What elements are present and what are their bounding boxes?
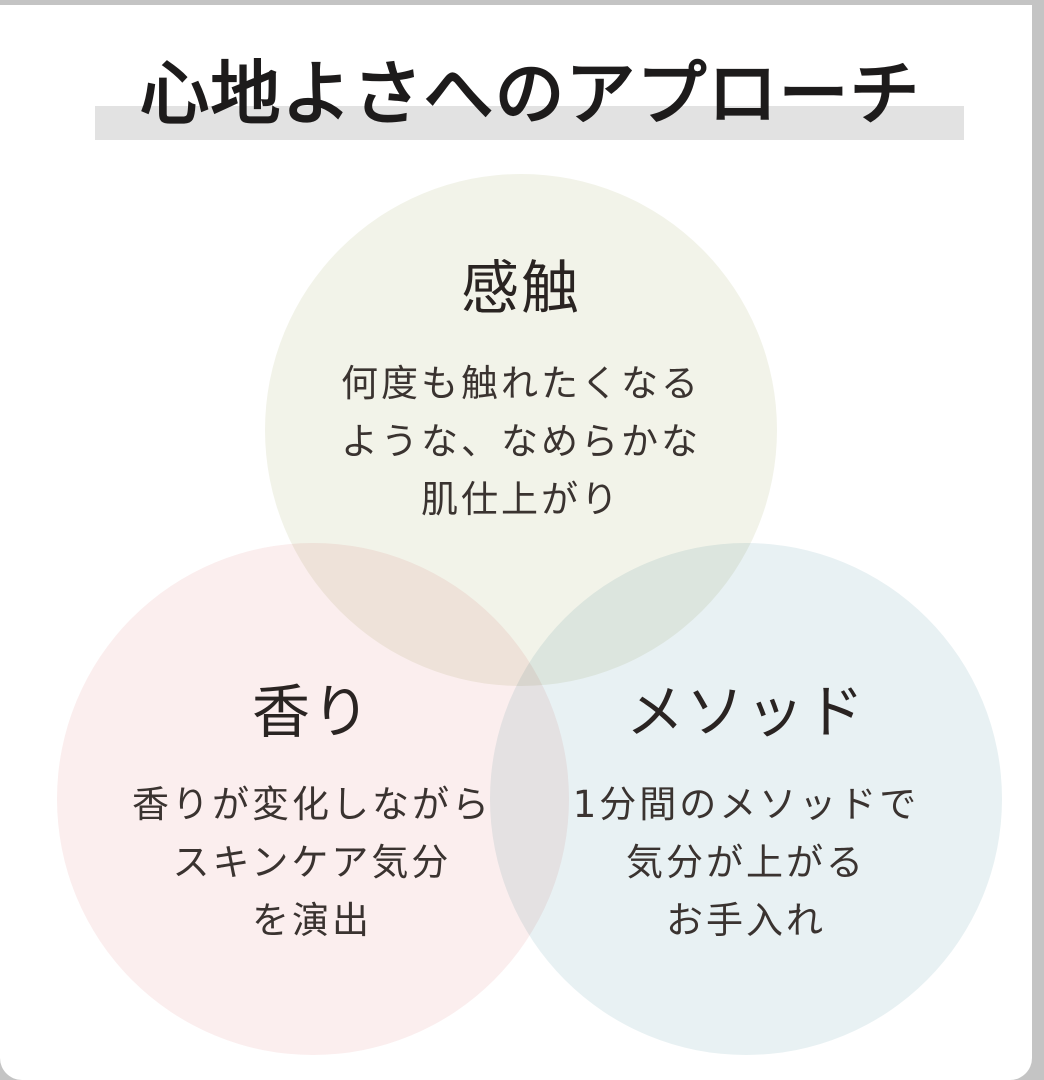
- title-area: 心地よさへのアプローチ: [0, 5, 1032, 145]
- page: 心地よさへのアプローチ 感触 何度も触れたくなる ような、なめらかな 肌仕上がり…: [0, 5, 1032, 1080]
- scent-section: 香り: [62, 677, 562, 747]
- touch-heading: 感触: [460, 254, 581, 322]
- touch-desc-line-1: 何度も触れたくなる: [341, 362, 701, 405]
- scent-desc-line-3: を演出: [252, 899, 372, 942]
- touch-desc-line-2: ような、なめらかな: [341, 420, 701, 463]
- scent-desc-line-1: 香りが変化しながら: [132, 783, 492, 826]
- touch-section: 感触: [271, 253, 771, 323]
- scent-heading: 香り: [251, 678, 372, 746]
- scent-desc-line-2: スキンケア気分: [172, 841, 452, 884]
- method-desc-line-3: お手入れ: [666, 899, 826, 942]
- method-desc-line-2: 気分が上がる: [626, 841, 866, 884]
- scent-circle: [57, 543, 569, 1055]
- method-description: 1分間のメソッドで 気分が上がる お手入れ: [496, 776, 996, 950]
- method-section: メソッド: [496, 677, 996, 747]
- title-underline-bar: [95, 106, 964, 140]
- scent-description: 香りが変化しながら スキンケア気分 を演出: [62, 776, 562, 950]
- touch-description: 何度も触れたくなる ような、なめらかな 肌仕上がり: [271, 355, 771, 529]
- page-title: 心地よさへのアプローチ: [139, 53, 921, 135]
- method-desc-line-1: 1分間のメソッドで: [572, 783, 920, 826]
- method-circle: [490, 543, 1002, 1055]
- method-heading: メソッド: [625, 678, 866, 746]
- touch-desc-line-3: 肌仕上がり: [421, 478, 621, 521]
